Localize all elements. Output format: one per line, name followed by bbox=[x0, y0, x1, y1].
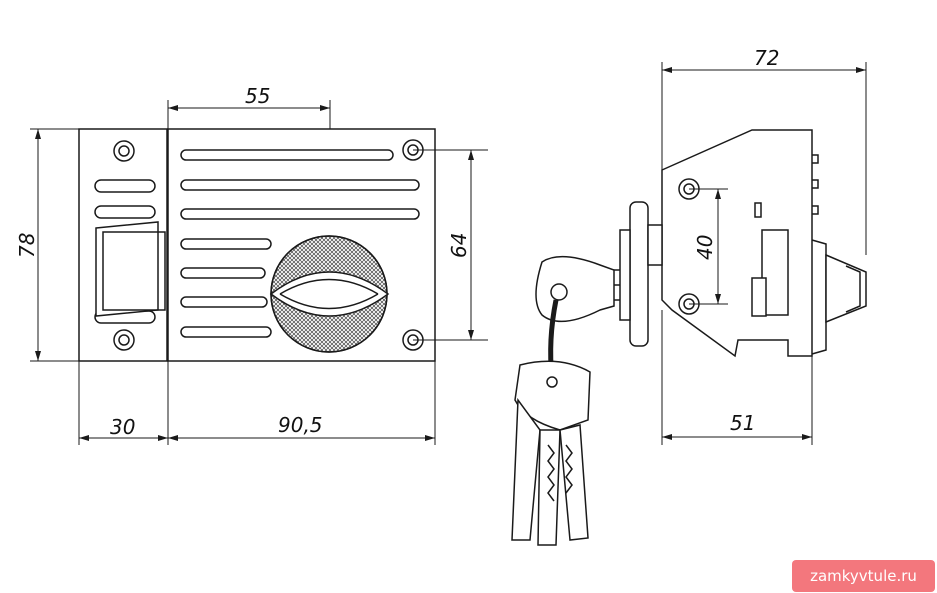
dimension-arrows bbox=[35, 67, 866, 441]
watermark-badge[interactable]: zamkyvtule.ru bbox=[792, 560, 935, 592]
dim-height-total: 78 bbox=[15, 233, 39, 258]
dimension-lines bbox=[30, 62, 867, 445]
strike-plate bbox=[78, 128, 168, 362]
dim-hole-spacing: 64 bbox=[447, 233, 471, 258]
lock-case-side bbox=[661, 129, 867, 358]
dim-depth-body: 51 bbox=[730, 411, 755, 435]
dim-strike-width: 30 bbox=[110, 415, 135, 439]
thumb-knob bbox=[269, 235, 390, 353]
dim-top-width: 55 bbox=[245, 84, 270, 108]
dim-case-width: 90,5 bbox=[278, 413, 323, 437]
dim-depth-total: 72 bbox=[754, 46, 779, 70]
cylinder-rosette bbox=[608, 201, 663, 347]
dim-side-hole-spacing: 40 bbox=[693, 235, 717, 260]
key-bunch bbox=[511, 256, 615, 546]
